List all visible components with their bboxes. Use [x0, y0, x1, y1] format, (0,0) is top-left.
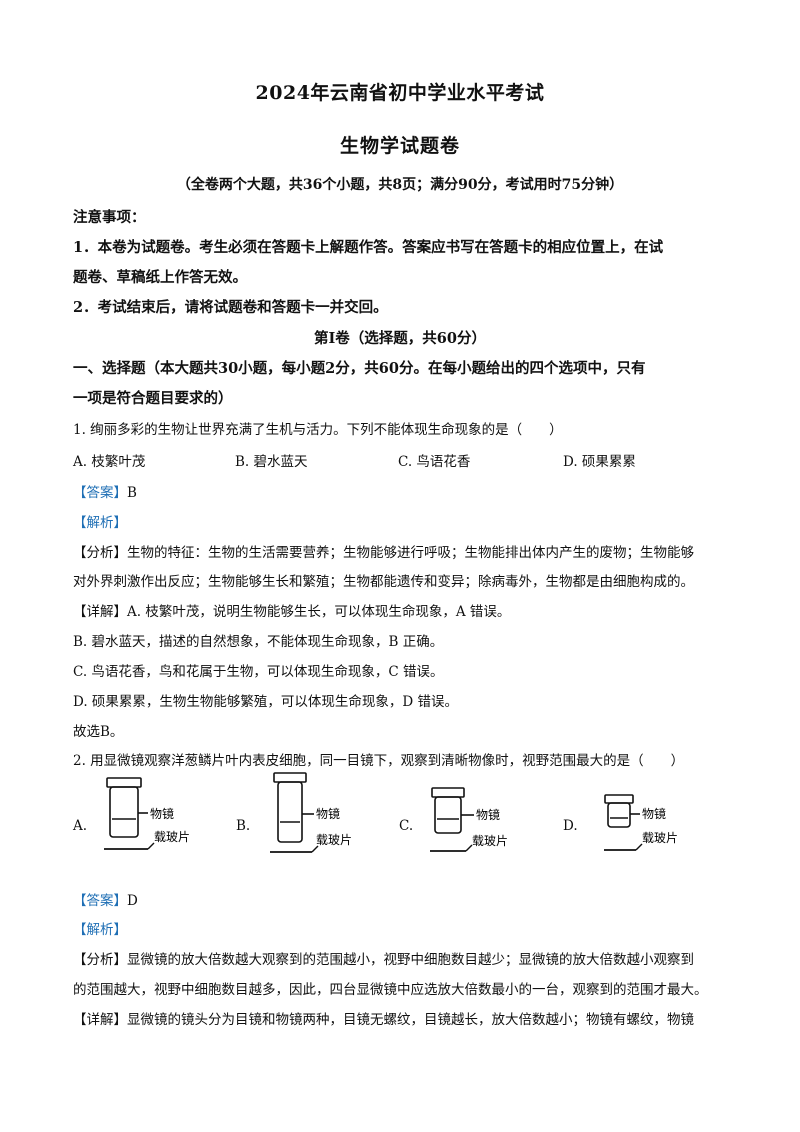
objective-lens-icon — [604, 794, 640, 828]
slide-pointer — [311, 845, 319, 853]
fenxi-tag: 【分析】 — [73, 952, 127, 968]
q1-option-a: A. 枝繁叶茂 — [73, 454, 146, 470]
q2-option-c-letter: C. — [399, 818, 414, 834]
exam-info: （全卷两个大题，共36个小题，共8页；满分90分，考试用时75分钟） — [176, 177, 624, 193]
slide-pointer — [635, 843, 643, 851]
notice-item-2: 2．考试结束后，请将试题卷和答题卡一并交回。 — [73, 299, 388, 316]
part1-heading: 第Ⅰ卷（选择题，共60分） — [314, 330, 486, 347]
q2-fenxi-line-1: 【分析】显微镜的放大倍数越大观察到的范围越小，视野中细胞数目越少；显微镜的放大倍… — [73, 948, 694, 968]
slide-label: 载玻片 — [316, 833, 352, 847]
notice-item-1-line-2: 题卷、草稿纸上作答无效。 — [73, 269, 247, 286]
fenxi-text: 显微镜的放大倍数越大观察到的范围越小，视野中细胞数目越少；显微镜的放大倍数越小观… — [127, 952, 694, 968]
analysis-tag: 【解析】 — [73, 922, 127, 938]
objective-lens-icon — [273, 772, 314, 843]
answer-tag: 【答案】 — [73, 485, 127, 501]
analysis-tag: 【解析】 — [73, 515, 127, 531]
q1-fenxi-line-2: 对外界刺激作出反应；生物能够生长和繁殖；生物都能遗传和变异；除病毒外，生物都是由… — [73, 574, 694, 590]
slide-pointer — [147, 842, 155, 850]
notice-item-1-line-1: 1．本卷为试题卷。考生必须在答题卡上解题作答。答案应书写在答题卡的相应位置上，在… — [73, 239, 664, 256]
detail-text: A. 枝繁叶茂，说明生物能够生长，可以体现生命现象，A 错误。 — [127, 604, 511, 620]
q1-option-d: D. 硕果累累 — [563, 454, 636, 470]
slide-label: 载玻片 — [642, 831, 678, 845]
q1-detail-d: D. 硕果累累，生物生物能够繁殖，可以体现生命现象，D 错误。 — [73, 694, 459, 710]
q2-detail-line-1: 【详解】显微镜的镜头分为目镜和物镜两种，目镜无螺纹，目镜越长，放大倍数越小；物镜… — [73, 1008, 694, 1028]
q2-diagram-b: 物镜 载玻片 — [270, 772, 352, 853]
q1-option-b: B. 碧水蓝天 — [235, 454, 308, 470]
fenxi-text: 生物的特征：生物的生活需要营养；生物能够进行呼吸；生物能排出体内产生的废物；生物… — [127, 545, 694, 561]
objective-label: 物镜 — [642, 806, 666, 821]
answer-tag: 【答案】 — [73, 893, 127, 909]
fenxi-tag: 【分析】 — [73, 545, 127, 561]
q2-diagram-a: 物镜 载玻片 — [104, 777, 190, 850]
section-instructions-line-2: 一项是符合题目要求的） — [73, 390, 233, 407]
q1-analysis: 【解析】 — [73, 511, 127, 531]
q2-diagram-d: 物镜 载玻片 — [604, 794, 678, 851]
q2-option-d-letter: D. — [563, 818, 578, 834]
q1-detail-c: C. 鸟语花香，鸟和花属于生物，可以体现生命现象，C 错误。 — [73, 664, 444, 680]
notice-heading: 注意事项： — [73, 209, 146, 226]
objective-lens-icon — [431, 787, 474, 834]
q2-analysis: 【解析】 — [73, 918, 127, 938]
q1-conclusion: 故选B。 — [73, 724, 124, 740]
q2-option-a-letter: A. — [73, 818, 88, 834]
q2-diagram-c: 物镜 载玻片 — [430, 787, 508, 852]
q1-fenxi-line-1: 【分析】生物的特征：生物的生活需要营养；生物能够进行呼吸；生物能排出体内产生的废… — [73, 541, 694, 561]
exam-subject-title: 生物学试题卷 — [339, 135, 460, 157]
objective-lens-icon — [106, 777, 148, 838]
slide-pointer — [465, 844, 473, 852]
objective-label: 物镜 — [476, 807, 500, 822]
objective-label: 物镜 — [150, 806, 174, 821]
q2-stem: 2. 用显微镜观察洋葱鳞片叶内表皮细胞，同一目镜下，观察到清晰物像时，视野范围最… — [73, 753, 685, 769]
xiangjie-tag: 【详解】 — [73, 604, 127, 620]
q1-stem: 1. 绚丽多彩的生物让世界充满了生机与活力。下列不能体现生命现象的是（ ） — [73, 422, 563, 438]
detail-text: 显微镜的镜头分为目镜和物镜两种，目镜无螺纹，目镜越长，放大倍数越小；物镜有螺纹，… — [127, 1012, 694, 1028]
q1-answer: 【答案】B — [73, 481, 137, 501]
q2-answer: 【答案】D — [73, 889, 138, 909]
answer-value: B — [127, 485, 137, 501]
exam-title: 2024年云南省初中学业水平考试 — [255, 82, 545, 104]
q1-detail-a: 【详解】A. 枝繁叶茂，说明生物能够生长，可以体现生命现象，A 错误。 — [73, 600, 510, 620]
q1-detail-b: B. 碧水蓝天，描述的自然想象，不能体现生命现象，B 正确。 — [73, 634, 444, 650]
q1-option-c: C. 鸟语花香 — [398, 454, 471, 470]
objective-label: 物镜 — [316, 806, 340, 821]
q2-option-b-letter: B. — [236, 818, 251, 834]
slide-label: 载玻片 — [154, 830, 190, 844]
slide-label: 载玻片 — [472, 834, 508, 848]
answer-value: D — [127, 893, 138, 909]
q2-fenxi-line-2: 的范围越大，视野中细胞数目越多，因此，四台显微镜中应选放大倍数最小的一台，观察到… — [73, 982, 708, 998]
xiangjie-tag: 【详解】 — [73, 1012, 127, 1028]
section-instructions-line-1: 一、选择题（本大题共30小题，每小题2分，共60分。在每小题给出的四个选项中，只… — [73, 360, 646, 377]
